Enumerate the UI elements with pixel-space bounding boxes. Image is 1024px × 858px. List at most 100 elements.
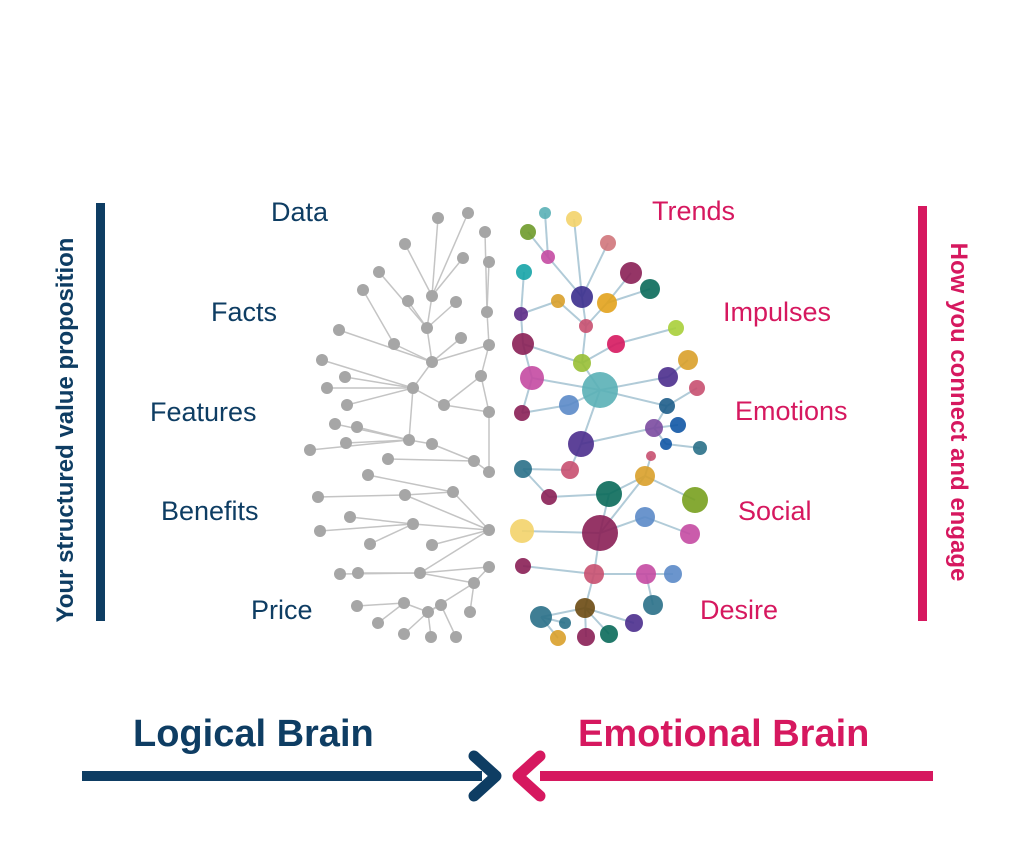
emotional-node bbox=[541, 489, 557, 505]
logical-link bbox=[404, 494, 490, 531]
logical-link bbox=[317, 494, 406, 498]
emotional-node bbox=[584, 564, 604, 584]
logical-link bbox=[367, 474, 454, 493]
logical-node bbox=[339, 371, 351, 383]
logical-link bbox=[404, 243, 433, 297]
emotional-node bbox=[600, 625, 618, 643]
logical-link bbox=[393, 343, 433, 363]
label-benefits: Benefits bbox=[161, 496, 259, 526]
emotional-node bbox=[520, 366, 544, 390]
logical-node bbox=[398, 628, 410, 640]
logical-node bbox=[438, 399, 450, 411]
logical-link bbox=[408, 387, 414, 441]
emotional-node bbox=[514, 307, 528, 321]
arrow-left-icon bbox=[512, 750, 933, 802]
logical-node bbox=[399, 238, 411, 250]
logical-node bbox=[435, 599, 447, 611]
emotional-node bbox=[514, 405, 530, 421]
logical-link bbox=[319, 523, 414, 532]
emotional-node bbox=[635, 466, 655, 486]
label-price: Price bbox=[251, 595, 313, 625]
logical-link bbox=[419, 566, 490, 574]
logical-node bbox=[321, 382, 333, 394]
emotional-node bbox=[582, 515, 618, 551]
emotional-node bbox=[682, 487, 708, 513]
logical-node bbox=[457, 252, 469, 264]
logical-link bbox=[431, 257, 464, 297]
logical-node bbox=[481, 306, 493, 318]
emotional-node bbox=[668, 320, 684, 336]
logical-link bbox=[387, 458, 475, 462]
emotional-node bbox=[607, 335, 625, 353]
logical-node bbox=[483, 339, 495, 351]
emotional-node bbox=[573, 354, 591, 372]
emotional-node bbox=[596, 481, 622, 507]
arrow-right-icon bbox=[82, 750, 502, 802]
emotional-node bbox=[620, 262, 642, 284]
emotional-node bbox=[600, 235, 616, 251]
logical-link bbox=[321, 359, 414, 389]
logical-node bbox=[468, 577, 480, 589]
emotional-node bbox=[559, 617, 571, 629]
logical-node bbox=[475, 370, 487, 382]
label-facts: Facts bbox=[211, 297, 278, 327]
logical-node bbox=[372, 617, 384, 629]
logical-node bbox=[402, 295, 414, 307]
emotional-node bbox=[635, 507, 655, 527]
logical-node bbox=[426, 290, 438, 302]
emotional-node bbox=[561, 461, 579, 479]
logical-node bbox=[362, 469, 374, 481]
logical-node bbox=[462, 207, 474, 219]
emotional-node bbox=[514, 460, 532, 478]
emotional-node bbox=[646, 451, 656, 461]
logical-node bbox=[341, 399, 353, 411]
logical-node bbox=[364, 538, 376, 550]
label-trends: Trends bbox=[652, 196, 736, 226]
logical-link bbox=[344, 376, 414, 389]
label-features: Features bbox=[150, 397, 257, 427]
logical-node bbox=[421, 322, 433, 334]
left-vertical-bar bbox=[96, 203, 105, 621]
logical-link bbox=[362, 289, 395, 345]
logical-node bbox=[344, 511, 356, 523]
logical-node bbox=[340, 437, 352, 449]
emotional-node bbox=[658, 367, 678, 387]
logical-link bbox=[431, 212, 469, 297]
emotional-brain-heading: Emotional Brain bbox=[578, 713, 870, 755]
logical-node bbox=[314, 525, 326, 537]
logical-node bbox=[455, 332, 467, 344]
logical-node bbox=[450, 296, 462, 308]
label-emotions: Emotions bbox=[735, 396, 848, 426]
emotional-node bbox=[512, 333, 534, 355]
logical-link bbox=[443, 404, 490, 413]
logical-link bbox=[419, 572, 475, 584]
emotional-node bbox=[664, 565, 682, 583]
emotional-node bbox=[660, 438, 672, 450]
emotional-node bbox=[678, 350, 698, 370]
logical-node bbox=[351, 421, 363, 433]
emotional-node bbox=[659, 398, 675, 414]
logical-node bbox=[447, 486, 459, 498]
right-vertical-bar bbox=[918, 206, 927, 621]
logical-link bbox=[419, 529, 490, 574]
logical-link bbox=[309, 439, 410, 451]
logical-node bbox=[333, 324, 345, 336]
logical-link bbox=[486, 261, 490, 313]
label-impulses: Impulses bbox=[723, 297, 832, 327]
logical-node bbox=[407, 382, 419, 394]
logical-link bbox=[356, 426, 410, 441]
emotional-node bbox=[689, 380, 705, 396]
logical-link bbox=[431, 344, 490, 363]
emotional-node bbox=[566, 211, 582, 227]
logical-node bbox=[373, 266, 385, 278]
emotional-node bbox=[645, 419, 663, 437]
logical-brain-heading: Logical Brain bbox=[133, 713, 374, 755]
emotional-node bbox=[520, 224, 536, 240]
logical-link bbox=[338, 329, 433, 363]
emotional-node bbox=[670, 417, 686, 433]
logical-node bbox=[426, 356, 438, 368]
logical-node bbox=[334, 568, 346, 580]
left-side-caption: Your structured value proposition bbox=[52, 237, 79, 623]
logical-node bbox=[388, 338, 400, 350]
